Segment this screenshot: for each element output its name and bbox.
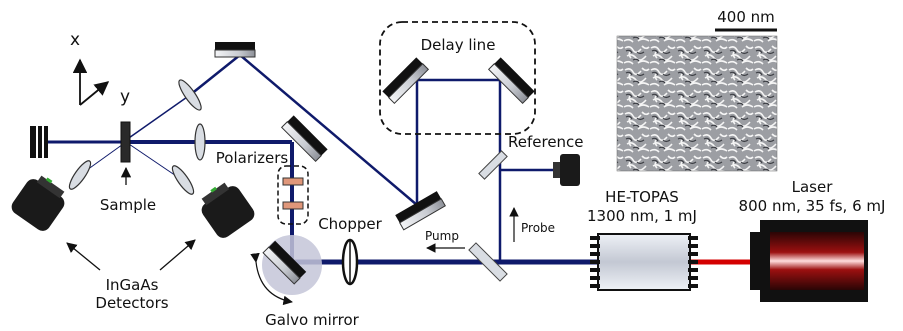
delay-mirror-left	[382, 57, 430, 105]
lens-detector-right	[171, 165, 195, 195]
polarizers-label: Polarizers	[216, 149, 289, 167]
detector-arrow-left	[66, 242, 101, 271]
polarizer-2	[282, 201, 304, 210]
coordinate-axes	[72, 58, 110, 106]
probe-turning-mirror	[395, 191, 446, 231]
ingaas-detector-left	[11, 175, 65, 231]
delay-line-box	[379, 21, 536, 135]
polarizer-1	[282, 177, 304, 186]
lens-probe-upper	[178, 79, 202, 111]
scale-bar-label: 400 nm	[717, 8, 775, 26]
chopper-label: Chopper	[318, 215, 382, 233]
galvo-rotation-arrow	[250, 252, 293, 306]
galvo-mirror	[262, 240, 307, 285]
topas-label-line2: 1300 nm, 1 mJ	[587, 207, 697, 225]
pump-label: Pump	[425, 229, 459, 243]
reference-beamsplitter	[478, 150, 508, 180]
delay-line-label: Delay line	[421, 36, 496, 54]
laser-label-line2: 800 nm, 35 fs, 6 mJ	[739, 197, 886, 215]
delay-mirror-right	[487, 57, 535, 105]
probe-label: Probe	[521, 221, 555, 235]
pump-mirror	[280, 115, 328, 163]
sample	[120, 121, 131, 163]
ingaas-detector-right	[201, 182, 255, 238]
sem-image	[616, 35, 778, 172]
reference-label: Reference	[508, 133, 584, 151]
detectors-label-line2: Detectors	[95, 294, 168, 312]
polarizer-box	[277, 165, 309, 225]
detectors-label-line1: InGaAs	[106, 276, 159, 294]
lens-detector-left	[68, 160, 92, 190]
transmission-detector	[30, 126, 48, 158]
sample-label: Sample	[100, 196, 156, 214]
axis-x-label: x	[70, 30, 80, 50]
top-mirror	[214, 42, 256, 58]
topas-label-line1: HE-TOPAS	[605, 188, 679, 206]
reference-detector	[553, 154, 580, 186]
laser-unit	[750, 220, 868, 302]
laser-label-line1: Laser	[792, 178, 834, 196]
axis-y-label: y	[120, 87, 130, 107]
galvo-mirror-label: Galvo mirror	[265, 311, 360, 329]
pump-probe-beamsplitter	[468, 242, 508, 282]
lens-pump	[194, 123, 206, 161]
he-topas-unit	[590, 233, 698, 291]
detector-arrow-right	[159, 239, 196, 271]
